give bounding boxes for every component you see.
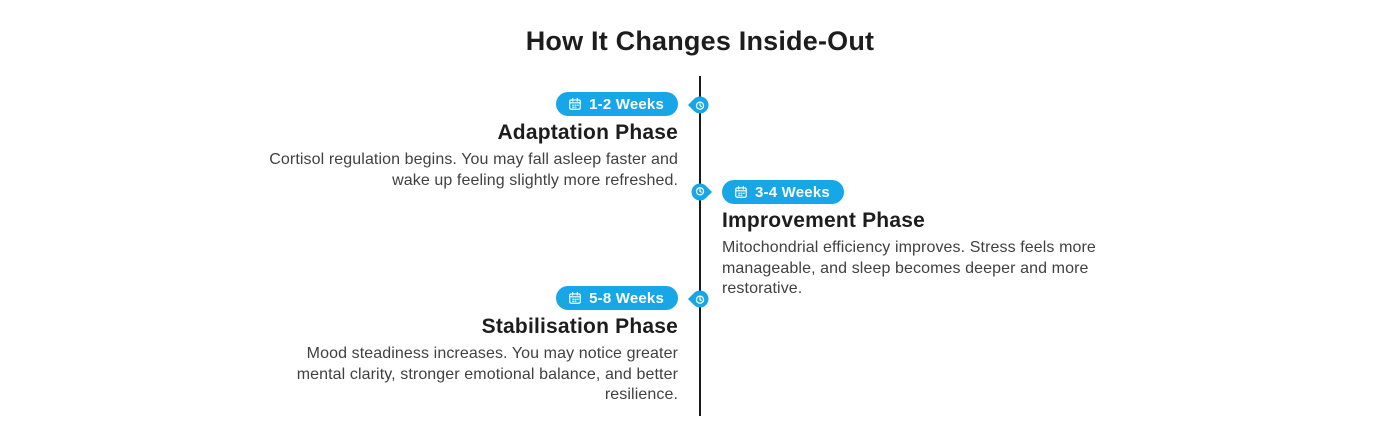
clock-icon	[695, 294, 705, 304]
timeline-line	[699, 76, 701, 416]
phase-badge: 3-4 Weeks	[722, 180, 844, 204]
phase-badge-label: 1-2 Weeks	[589, 95, 664, 113]
phase-stabilisation: 5-8 Weeks Stabilisation Phase Mood stead…	[0, 286, 678, 406]
timeline-marker	[687, 179, 713, 205]
phase-description: Cortisol regulation begins. You may fall…	[269, 151, 678, 189]
phase-heading: Improvement Phase	[722, 209, 925, 232]
calendar-icon	[735, 185, 747, 198]
clock-icon	[695, 100, 705, 110]
timeline-marker	[687, 286, 713, 312]
phase-description: Mood steadiness increases. You may notic…	[296, 345, 678, 403]
phase-badge-label: 3-4 Weeks	[755, 183, 830, 201]
phase-badge: 1-2 Weeks	[556, 92, 678, 116]
phase-badge-label: 5-8 Weeks	[589, 289, 664, 307]
phase-heading: Adaptation Phase	[497, 121, 678, 144]
phase-adaptation: 1-2 Weeks Adaptation Phase Cortisol regu…	[0, 92, 678, 191]
calendar-icon	[569, 97, 581, 110]
page-title: How It Changes Inside-Out	[525, 26, 875, 56]
phase-description: Mitochondrial efficiency improves. Stres…	[722, 239, 1096, 297]
calendar-icon	[569, 291, 581, 304]
phase-improvement: 3-4 Weeks Improvement Phase Mitochondria…	[722, 180, 1124, 300]
phase-badge: 5-8 Weeks	[556, 286, 678, 310]
clock-icon	[695, 187, 705, 197]
timeline-marker	[687, 92, 713, 118]
phase-heading: Stabilisation Phase	[481, 315, 678, 338]
